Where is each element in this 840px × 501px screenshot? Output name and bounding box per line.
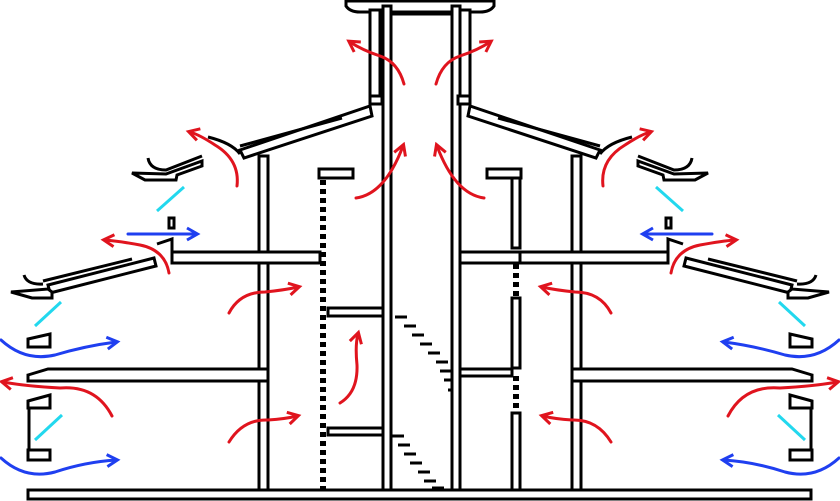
right-interior	[458, 176, 522, 492]
lower-gutter-hook	[22, 274, 44, 286]
chimney-damper	[368, 94, 384, 106]
lower-gutter	[10, 287, 54, 300]
lower-window-intake-arrow	[0, 453, 121, 476]
clerestory-vent-flap	[167, 216, 176, 230]
clerestory-sill	[156, 236, 174, 252]
roof-exhaust-arrow	[185, 127, 239, 188]
interior-column-right-upper	[510, 176, 522, 250]
upper-window-sill	[26, 332, 52, 349]
upper-floor-slab	[170, 250, 322, 265]
upper-roof-cover	[239, 116, 343, 148]
upper-roof-eave-hook	[207, 135, 242, 155]
lower-window-sill	[26, 448, 52, 462]
upper-window-glazing	[33, 300, 63, 328]
stair-airflow-arrow	[338, 329, 363, 405]
clerestory-exhaust-arrow	[100, 233, 171, 275]
middle-slab-exhaust-arrow	[0, 376, 114, 418]
upper-window-intake-arrow	[0, 335, 121, 359]
upper-gutter	[131, 158, 204, 182]
stack-air-arrow	[354, 141, 407, 200]
interior-column-right-middle	[510, 296, 522, 370]
middle-floor-slab	[26, 367, 270, 383]
stair-flight-upper	[395, 315, 452, 392]
lower-window-head	[26, 393, 52, 410]
interior-column-cap	[317, 167, 355, 180]
outer-wall-column	[257, 154, 270, 492]
right-landing	[458, 367, 514, 378]
upper-roof	[237, 104, 374, 160]
stair-landing-upper	[326, 306, 385, 318]
interior-column-right-lower	[510, 411, 522, 492]
lower-window-glazing	[33, 413, 64, 442]
upper-gutter-hook	[146, 154, 203, 172]
ground-slab	[26, 488, 813, 501]
chimney-cap	[344, 0, 496, 14]
lower-room-airflow-arrow	[227, 410, 302, 444]
stair-flight-lower	[392, 434, 444, 490]
clerestory-glazing	[156, 185, 185, 213]
building-half-left	[0, 8, 407, 492]
lower-roof-cover	[42, 257, 133, 283]
building-half-right	[436, 10, 839, 490]
exhaust-air-arrow-top	[346, 39, 406, 86]
stair-tower-wall-left	[381, 4, 393, 492]
upper-floor-slab-inner-right	[458, 250, 522, 265]
upper-room-airflow-arrow	[227, 281, 303, 315]
stair-tower-wall-right	[450, 4, 462, 492]
left-interior	[320, 180, 452, 490]
stair-landing-lower	[326, 426, 385, 437]
